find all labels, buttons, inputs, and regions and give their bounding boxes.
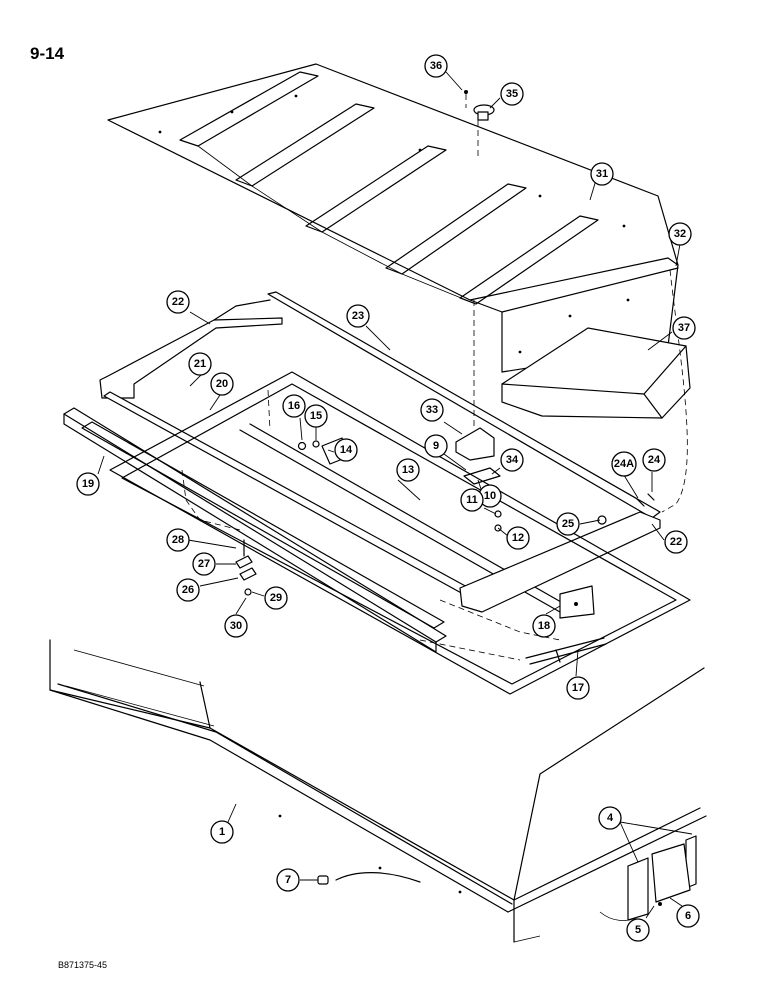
callout-36: 36 bbox=[424, 54, 448, 78]
callout-10: 10 bbox=[478, 484, 502, 508]
page-number: 9-14 bbox=[30, 44, 65, 63]
callout-23: 23 bbox=[346, 304, 370, 328]
callout-label: 1 bbox=[219, 826, 225, 838]
callout-label: 15 bbox=[310, 410, 322, 422]
callout-17: 17 bbox=[566, 676, 590, 700]
tank-opening-lip bbox=[109, 371, 691, 695]
callout-18: 18 bbox=[532, 614, 556, 638]
callout-15: 15 bbox=[304, 404, 328, 428]
callout-20: 20 bbox=[210, 372, 234, 396]
callout-37: 37 bbox=[672, 316, 696, 340]
callout-35: 35 bbox=[500, 82, 524, 106]
callout-label: 14 bbox=[340, 444, 353, 456]
callout-22: 22 bbox=[664, 530, 688, 554]
callout-7: 7 bbox=[276, 868, 300, 892]
callout-label: 17 bbox=[572, 682, 584, 694]
callout-14: 14 bbox=[334, 438, 358, 462]
callout-21: 21 bbox=[188, 352, 212, 376]
callout-22: 22 bbox=[166, 290, 190, 314]
callout-31: 31 bbox=[590, 162, 614, 186]
callout-label: 12 bbox=[512, 532, 524, 544]
callout-label: 31 bbox=[596, 168, 608, 180]
callout-11: 11 bbox=[460, 488, 484, 512]
callout-label: 16 bbox=[288, 400, 300, 412]
callout-5: 5 bbox=[626, 918, 650, 942]
callout-label: 22 bbox=[670, 536, 682, 548]
callout-12: 12 bbox=[506, 526, 530, 550]
callout-label: 21 bbox=[194, 358, 206, 370]
callout-label: 36 bbox=[430, 60, 442, 72]
top-cover-panel bbox=[107, 63, 679, 373]
callout-9: 9 bbox=[424, 434, 448, 458]
callout-32: 32 bbox=[668, 222, 692, 246]
drawing-code: B871375-45 bbox=[58, 960, 108, 970]
callout-label: 33 bbox=[426, 404, 438, 416]
callout-label: 30 bbox=[230, 620, 242, 632]
callout-1: 1 bbox=[210, 820, 234, 844]
callout-label: 4 bbox=[607, 812, 614, 824]
callout-33: 33 bbox=[420, 398, 444, 422]
callout-28: 28 bbox=[166, 528, 190, 552]
latch-handle bbox=[464, 90, 495, 160]
callout-label: 25 bbox=[562, 518, 574, 530]
callout-label: 19 bbox=[82, 478, 94, 490]
callout-label: 22 bbox=[172, 296, 184, 308]
callout-label: 29 bbox=[270, 592, 282, 604]
callout-label: 11 bbox=[466, 494, 478, 506]
callout-label: 20 bbox=[216, 378, 228, 390]
callout-label: 32 bbox=[674, 228, 686, 240]
bolt-and-cable bbox=[317, 872, 421, 885]
callout-label: 24 bbox=[648, 454, 661, 466]
callout-34: 34 bbox=[500, 448, 524, 472]
callout-label: 28 bbox=[172, 534, 184, 546]
callout-26: 26 bbox=[176, 578, 200, 602]
callout-label: 18 bbox=[538, 620, 550, 632]
callout-13: 13 bbox=[396, 458, 420, 482]
callout-label: 34 bbox=[506, 454, 519, 466]
access-panel-parts bbox=[599, 835, 697, 921]
callout-24a: 24A bbox=[611, 451, 637, 477]
callout-label: 9 bbox=[433, 440, 439, 452]
callout-label: 10 bbox=[484, 490, 496, 502]
callout-label: 24A bbox=[614, 458, 634, 470]
callout-label: 37 bbox=[678, 322, 690, 334]
callout-label: 23 bbox=[352, 310, 364, 322]
callout-25: 25 bbox=[556, 512, 580, 536]
callout-19: 19 bbox=[76, 472, 100, 496]
callout-label: 7 bbox=[285, 874, 291, 886]
callout-label: 35 bbox=[506, 88, 518, 100]
callout-4: 4 bbox=[598, 806, 622, 830]
callout-29: 29 bbox=[264, 586, 288, 610]
grain-tank-body bbox=[49, 639, 707, 943]
callout-label: 13 bbox=[402, 464, 414, 476]
callout-label: 5 bbox=[635, 924, 641, 936]
callout-label: 26 bbox=[182, 584, 194, 596]
callout-6: 6 bbox=[676, 904, 700, 928]
splash-shield bbox=[501, 327, 691, 419]
callout-27: 27 bbox=[192, 552, 216, 576]
callout-label: 27 bbox=[198, 558, 210, 570]
callout-24: 24 bbox=[642, 448, 666, 472]
callout-16: 16 bbox=[282, 394, 306, 418]
callout-label: 6 bbox=[685, 910, 691, 922]
callout-30: 30 bbox=[224, 614, 248, 638]
